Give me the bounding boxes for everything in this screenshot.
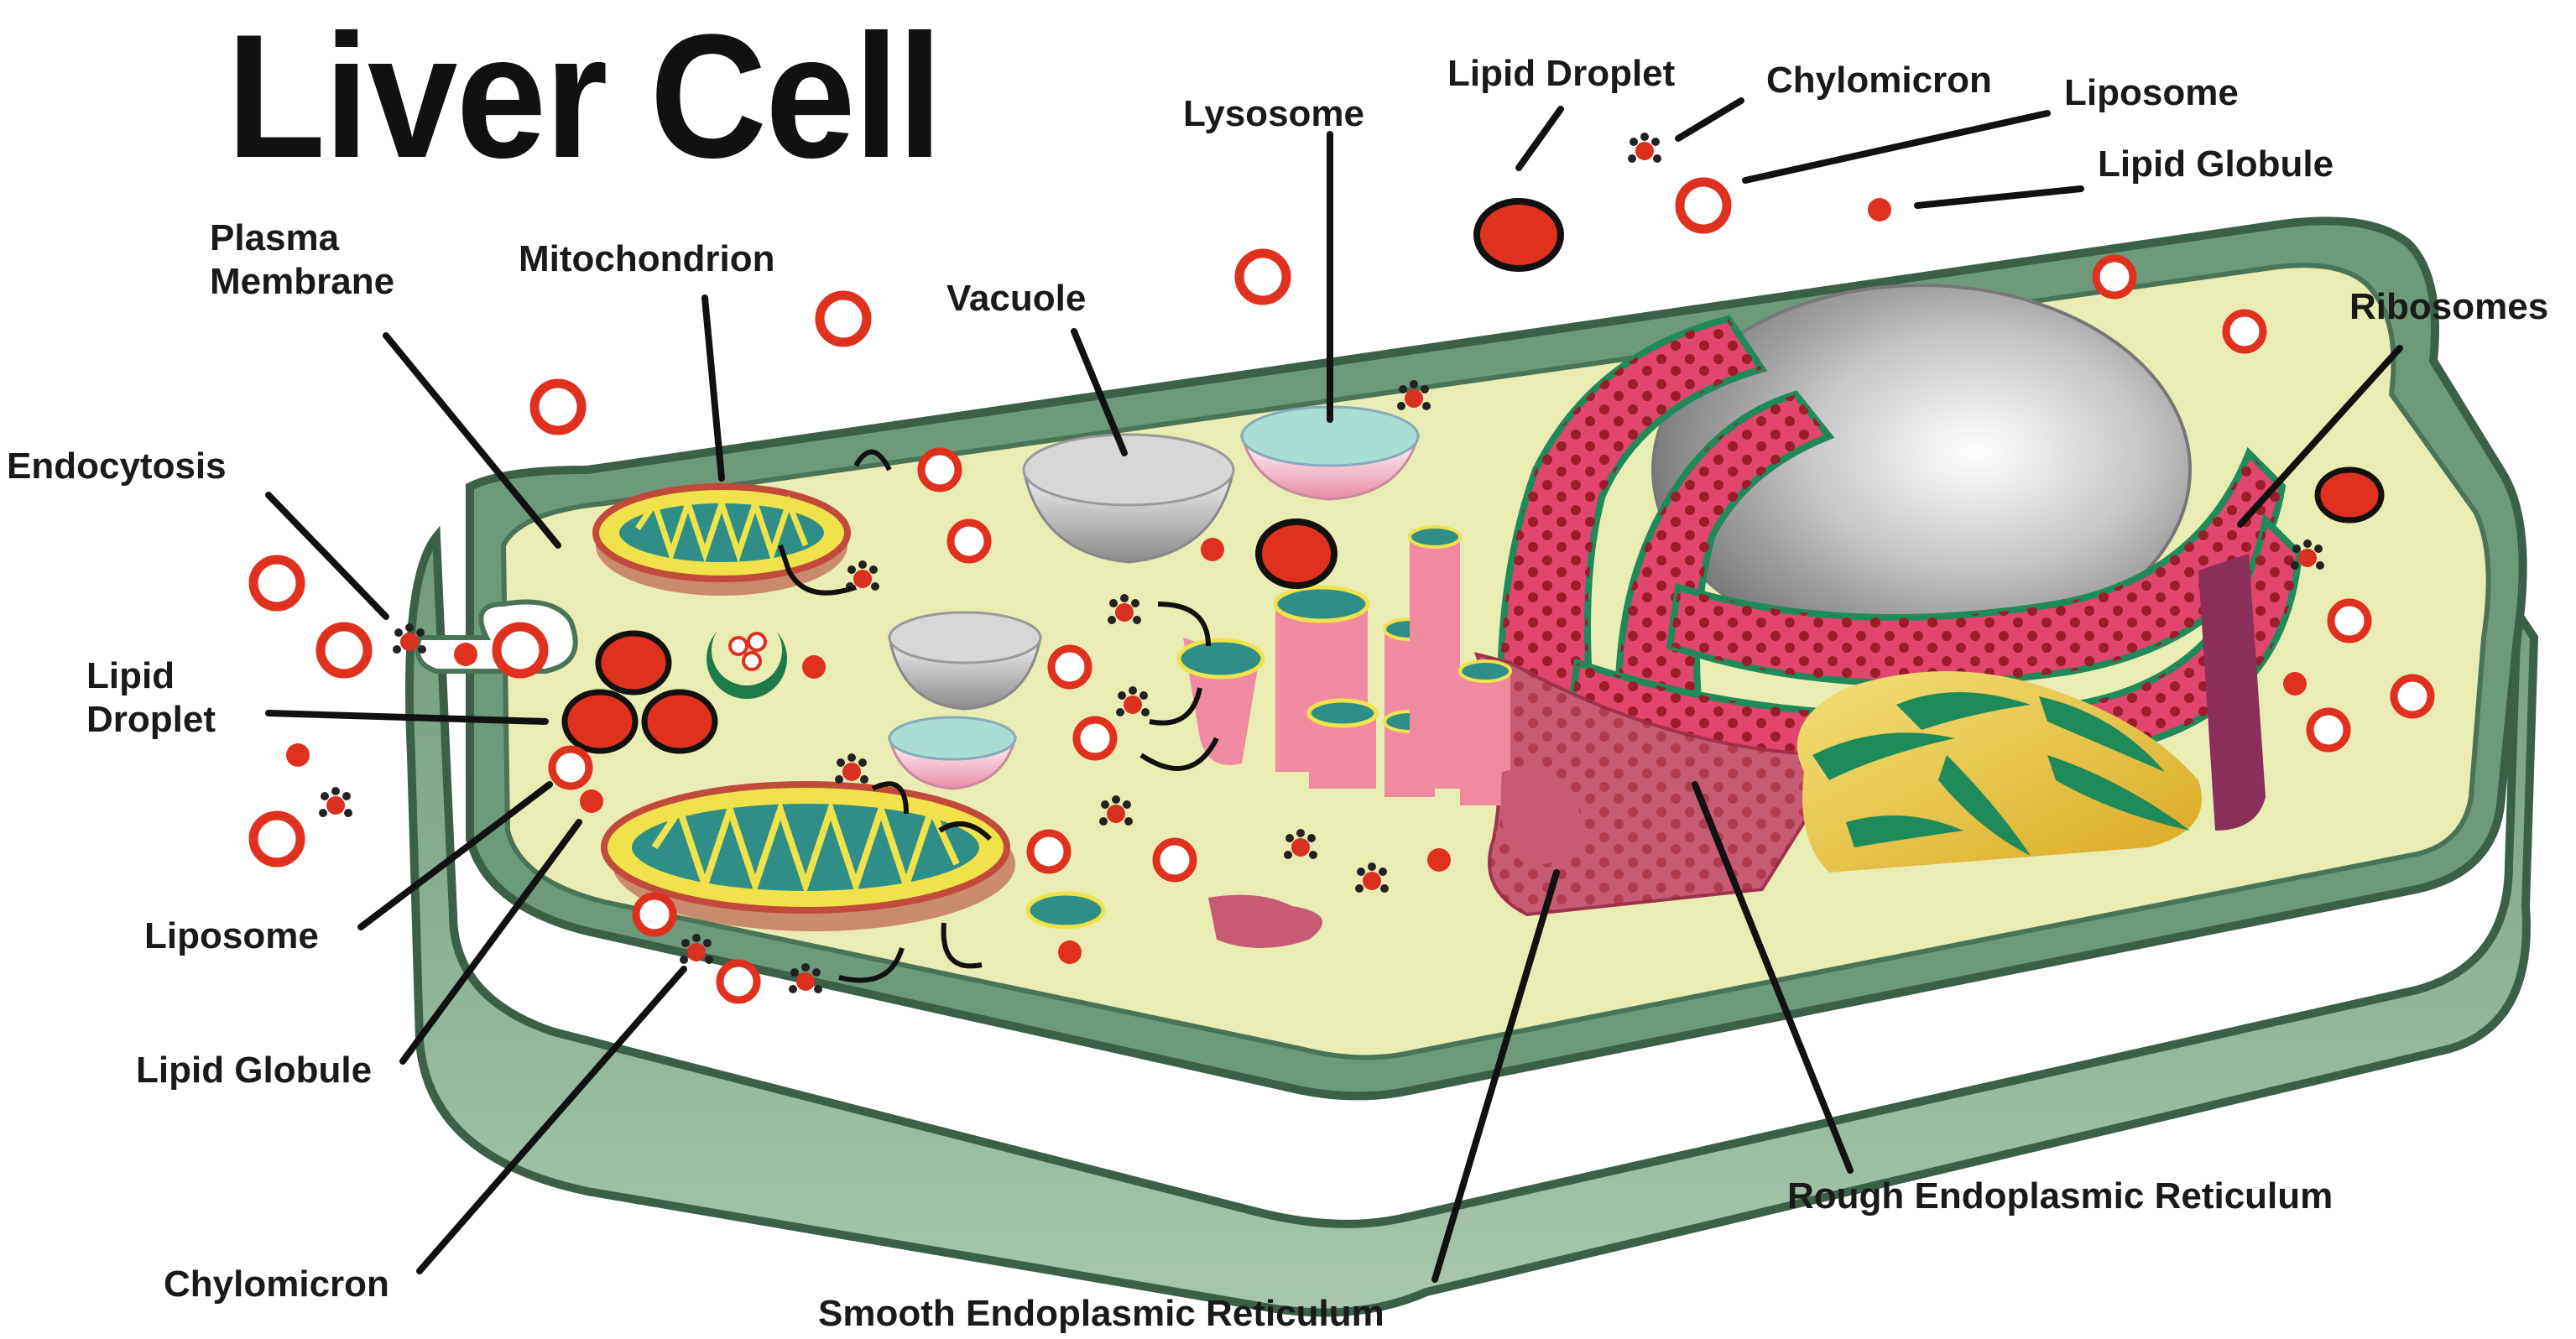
lipid-droplets [561, 198, 2385, 754]
label-lipid-globule-left: Lipid Globule [136, 1050, 373, 1091]
label-plasma-membrane: Plasma Membrane [210, 216, 394, 304]
label-lipid-droplet-top: Lipid Droplet [1447, 53, 1676, 94]
label-liposome-left: Liposome [144, 915, 319, 956]
diagram-title: Liver Cell [227, 0, 942, 195]
label-lysosome: Lysosome [1183, 93, 1365, 134]
label-chylomicron-top: Chylomicron [1766, 60, 1992, 101]
lysosome-bowl-1 [1239, 405, 1421, 501]
label-mitochondrion: Mitochondrion [519, 238, 775, 279]
mitochondrion-lower [601, 781, 1015, 931]
label-smooth-er: Smooth Endoplasmic Reticulum [818, 1293, 1384, 1334]
endosome [707, 615, 787, 699]
transport-vesicle [1025, 891, 1106, 930]
lipid-globules [286, 198, 2307, 964]
label-lipid-droplet-left: Lipid Droplet [86, 654, 216, 742]
label-rough-er: Rough Endoplasmic Reticulum [1787, 1175, 2334, 1217]
label-plasma-membrane-line2: Membrane [210, 261, 395, 302]
mitochondrion-upper [592, 483, 851, 596]
label-vacuole: Vacuole [946, 278, 1087, 319]
lysosome-bowl-2 [887, 716, 1018, 790]
label-liposome-top: Liposome [2064, 72, 2239, 113]
label-ribosomes: Ribosomes [2349, 286, 2549, 327]
vacuole-bowl-1 [1022, 433, 1235, 564]
label-lipid-globule-top: Lipid Globule [2098, 143, 2334, 185]
label-chylomicron-left: Chylomicron [164, 1263, 389, 1305]
label-lipid-droplet-left-line2: Droplet [86, 699, 216, 740]
golgi [1796, 671, 2202, 873]
transport-arrows [778, 449, 1219, 983]
label-plasma-membrane-line1: Plasma [210, 217, 340, 258]
rough-er [1473, 315, 2303, 917]
label-endocytosis: Endocytosis [7, 445, 227, 487]
smooth-er [1176, 525, 1582, 948]
label-lipid-droplet-left-line1: Lipid [86, 655, 175, 696]
vacuole-bowl-2 [888, 611, 1042, 711]
leader-lines [265, 97, 2403, 1283]
